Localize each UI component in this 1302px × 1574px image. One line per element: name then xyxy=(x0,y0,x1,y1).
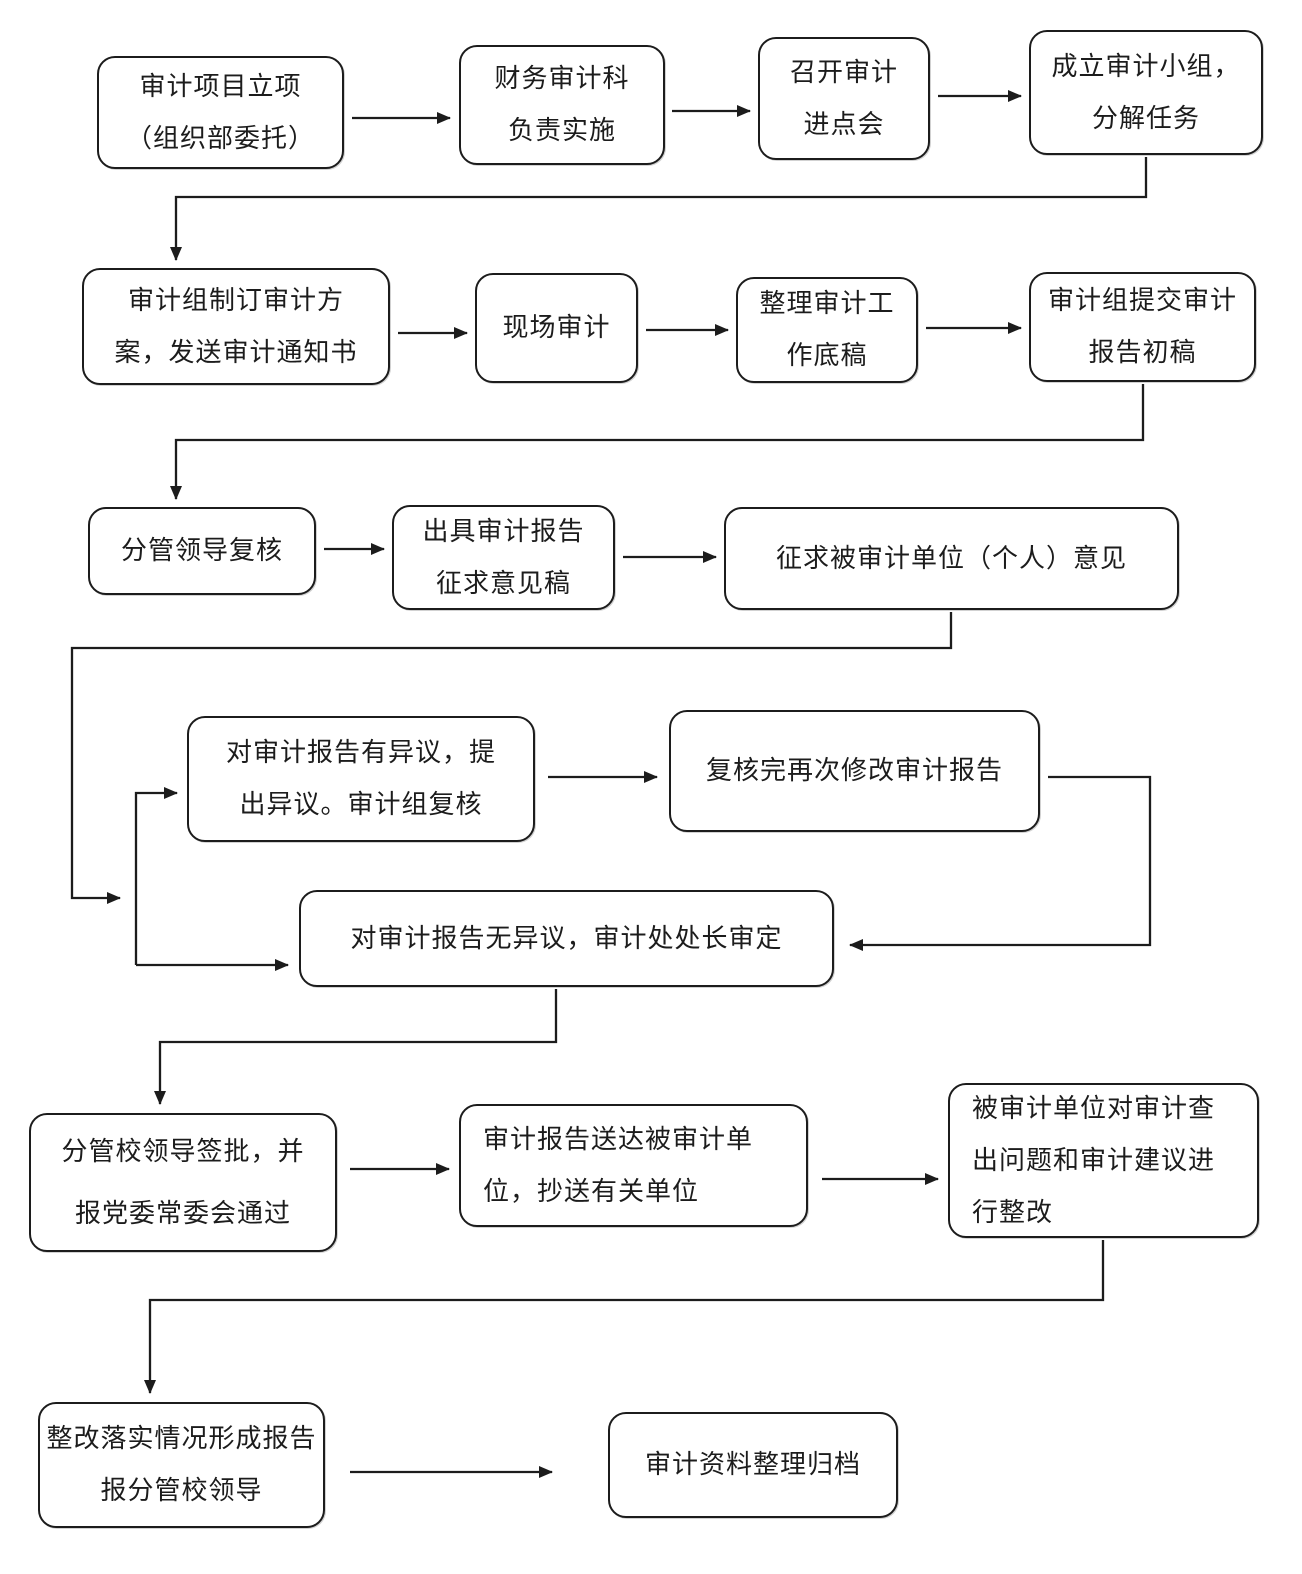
node-working-papers: 整理审计工 作底稿 xyxy=(736,277,918,383)
node-text-line: 报党委常委会通过 xyxy=(74,1198,291,1228)
node-text-line: 审计组提交审计 xyxy=(1047,286,1237,315)
node-text-line: 被审计单位对审计查 xyxy=(972,1093,1216,1123)
node-text-line: 审计报告送达被审计单 xyxy=(483,1124,754,1154)
node-school-leader-sign-off: 分管校领导签批，并 报党委常委会通过 xyxy=(29,1113,337,1252)
node-solicit-opinions: 征求被审计单位（个人）意见 xyxy=(724,507,1179,610)
node-no-objection-director-approval: 对审计报告无异议，审计处处长审定 xyxy=(299,890,834,987)
node-text-line: 整改落实情况形成报告 xyxy=(46,1424,317,1453)
node-text-line: 分解任务 xyxy=(1091,103,1200,133)
edge-branch-n12 xyxy=(134,787,178,965)
node-draft-report: 审计组提交审计 报告初稿 xyxy=(1029,272,1256,382)
node-leader-review: 分管领导复核 xyxy=(88,507,316,595)
node-revise-report-after-recheck: 复核完再次修改审计报告 xyxy=(669,710,1040,832)
node-onsite-audit: 现场审计 xyxy=(475,273,638,383)
node-entry-meeting: 召开审计 进点会 xyxy=(758,37,930,160)
node-text-line: 审计项目立项 xyxy=(139,71,302,101)
node-text-line: （组织部委托） xyxy=(125,123,315,153)
node-draft-for-comments: 出具审计报告 征求意见稿 xyxy=(392,505,615,610)
node-text-line: 对审计报告无异议，审计处处长审定 xyxy=(350,923,783,953)
node-rectification-report: 整改落实情况形成报告 报分管校领导 xyxy=(38,1402,325,1528)
edge-n8-n9 xyxy=(170,384,1145,500)
node-text-line: 位，抄送有关单位 xyxy=(483,1176,700,1206)
node-text-line: 出具审计报告 xyxy=(422,516,585,546)
node-rectification: 被审计单位对审计查 出问题和审计建议进 行整改 xyxy=(948,1083,1259,1238)
node-text-line: 征求被审计单位（个人）意见 xyxy=(775,543,1127,573)
node-text-line: 分管校领导签批，并 xyxy=(61,1137,305,1167)
node-text-line: 负责实施 xyxy=(507,116,616,145)
node-text-line: 进点会 xyxy=(803,109,885,139)
node-text-line: 现场审计 xyxy=(502,313,611,342)
node-text-line: 报分管校领导 xyxy=(100,1476,263,1505)
node-text-line: 作底稿 xyxy=(786,341,868,370)
node-text-line: 出异议。审计组复核 xyxy=(239,790,483,819)
node-text-line: 整理审计工 xyxy=(759,289,895,318)
node-text-line: 审计组制订审计方 xyxy=(127,285,344,315)
node-text-line: 分管领导复核 xyxy=(120,536,283,565)
node-form-audit-team: 成立审计小组， 分解任务 xyxy=(1029,30,1263,155)
node-text-line: 成立审计小组， xyxy=(1051,51,1241,81)
node-archive-materials: 审计资料整理归档 xyxy=(608,1412,898,1518)
node-deliver-report: 审计报告送达被审计单 位，抄送有关单位 xyxy=(459,1104,808,1227)
node-project-initiation: 审计项目立项 （组织部委托） xyxy=(97,56,344,169)
edge-n4-n5 xyxy=(170,157,1148,261)
node-text-line: 出问题和审计建议进 xyxy=(972,1145,1216,1175)
node-text-line: 召开审计 xyxy=(789,57,898,87)
node-text-line: 行整改 xyxy=(972,1197,1054,1227)
edge-n14-n15 xyxy=(154,989,558,1105)
node-text-line: 复核完再次修改审计报告 xyxy=(705,756,1003,785)
node-text-line: 财务审计科 xyxy=(494,64,630,93)
node-text-line: 案，发送审计通知书 xyxy=(114,337,358,367)
node-text-line: 审计资料整理归档 xyxy=(644,1450,861,1479)
node-audit-plan-and-notice: 审计组制订审计方 案，发送审计通知书 xyxy=(82,268,390,385)
node-finance-audit-section: 财务审计科 负责实施 xyxy=(459,45,665,165)
node-text-line: 征求意见稿 xyxy=(435,568,571,598)
node-text-line: 报告初稿 xyxy=(1088,338,1197,367)
node-text-line: 对审计报告有异议，提 xyxy=(225,738,496,767)
edge-n17-n18 xyxy=(144,1240,1105,1394)
node-objection-team-recheck: 对审计报告有异议，提 出异议。审计组复核 xyxy=(187,716,535,842)
